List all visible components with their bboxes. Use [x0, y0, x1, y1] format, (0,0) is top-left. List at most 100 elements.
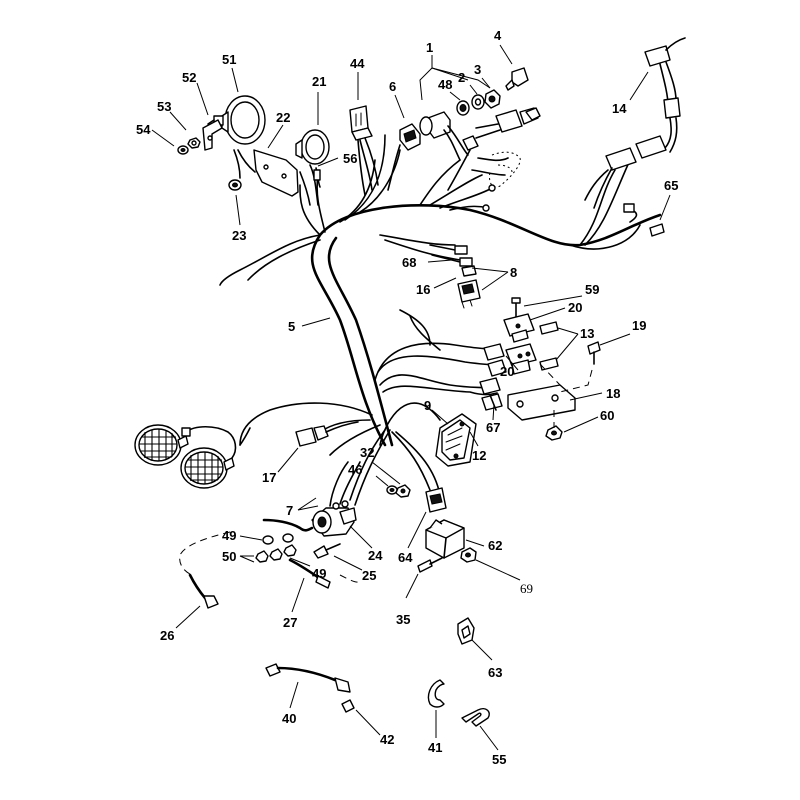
callout-64: 64 [398, 550, 413, 565]
nut-32 [395, 484, 411, 498]
nuts-50 [255, 544, 297, 563]
callout-20-lower: 20 [500, 364, 514, 379]
callout-44: 44 [350, 56, 365, 71]
washer-48 [456, 100, 470, 116]
washer-2 [471, 94, 485, 110]
callout-24: 24 [368, 548, 383, 563]
grommet-23 [228, 179, 242, 191]
bracket-52 [202, 119, 223, 151]
callout-52: 52 [182, 70, 196, 85]
connector-67 [489, 394, 497, 411]
callout-65: 65 [664, 178, 678, 193]
callout-48: 48 [438, 77, 452, 92]
clip-41 [427, 679, 445, 708]
washer-49-upper [262, 533, 294, 545]
bracket-22 [253, 149, 299, 197]
switch-connector-assembly [447, 107, 541, 212]
callout-4: 4 [494, 28, 502, 43]
callout-16: 16 [416, 282, 430, 297]
clip-42 [341, 699, 355, 713]
bracket-18 [507, 363, 593, 421]
screw-35 [417, 557, 443, 573]
callout-26: 26 [160, 628, 174, 643]
callout-32: 32 [360, 445, 374, 460]
callout-13: 13 [580, 326, 594, 341]
callout-53: 53 [157, 99, 171, 114]
boot-8 [461, 265, 477, 277]
callout-5: 5 [288, 319, 295, 334]
screw-25 [313, 543, 341, 559]
screw-59 [511, 297, 521, 319]
nut-60 [545, 410, 563, 441]
callout-42: 42 [380, 732, 394, 747]
terminal-65 [623, 203, 665, 237]
callout-49-lower: 49 [312, 566, 326, 581]
callout-51: 51 [222, 52, 236, 67]
callout-25: 25 [362, 568, 376, 583]
cable-40 [265, 663, 351, 693]
callout-67: 67 [486, 420, 500, 435]
leader-lines [151, 44, 671, 751]
callout-59: 59 [585, 282, 599, 297]
cable-26-27 [179, 518, 361, 609]
connector-64 [425, 487, 447, 513]
headlight-right [180, 447, 235, 489]
clip-55 [461, 708, 490, 727]
callout-14: 14 [612, 101, 627, 116]
callout-1: 1 [426, 40, 433, 55]
connector-44 [349, 105, 379, 196]
callout-18: 18 [606, 386, 620, 401]
callout-63: 63 [488, 665, 502, 680]
callout-23: 23 [232, 228, 246, 243]
main-wiring-harness [219, 134, 662, 506]
callout-40: 40 [282, 711, 296, 726]
callout-17: 17 [262, 470, 276, 485]
washer-54 [177, 145, 189, 155]
callout-20-upper: 20 [568, 300, 582, 315]
callout-labels: 1 2 3 4 5 6 7 8 9 12 13 14 16 17 18 19 2… [136, 28, 678, 767]
terminal-block-9 [435, 413, 477, 467]
switch-16 [457, 279, 481, 309]
callout-7: 7 [286, 503, 293, 518]
terminals-68 [429, 244, 473, 267]
switch-20-upper [503, 313, 535, 343]
connector-6 [387, 123, 421, 191]
ignition-switch [419, 111, 469, 161]
headlight-wires [181, 425, 251, 459]
callout-9: 9 [424, 398, 431, 413]
callout-49-upper: 49 [222, 528, 236, 543]
callout-41: 41 [428, 740, 442, 755]
nut-53 [187, 137, 201, 149]
callout-8: 8 [510, 265, 517, 280]
callout-27: 27 [283, 615, 297, 630]
relay-62 [425, 519, 465, 559]
clip-63 [457, 617, 475, 645]
screw-19 [587, 341, 601, 365]
callout-12: 12 [472, 448, 486, 463]
nut-69 [460, 547, 477, 563]
callout-55: 55 [492, 752, 506, 767]
callout-69: 69 [520, 581, 533, 596]
gauge-21 [295, 129, 330, 165]
callout-60: 60 [600, 408, 614, 423]
callout-54: 54 [136, 122, 151, 137]
callout-46: 46 [348, 462, 362, 477]
connector-17 [295, 421, 359, 447]
callout-56: 56 [343, 151, 357, 166]
headlight-left [134, 424, 189, 466]
callout-50: 50 [222, 549, 236, 564]
switch-20-lower [505, 343, 537, 375]
nut-3 [484, 89, 501, 109]
callout-35: 35 [396, 612, 410, 627]
label-plate-13 [539, 321, 559, 371]
callout-6: 6 [389, 79, 396, 94]
callout-2: 2 [458, 70, 465, 85]
connector-14 [584, 37, 686, 209]
key-4 [505, 67, 529, 91]
callout-22: 22 [276, 110, 290, 125]
washer-46 [386, 485, 398, 495]
callout-21: 21 [312, 74, 326, 89]
callout-68: 68 [402, 255, 416, 270]
callout-62: 62 [488, 538, 502, 553]
